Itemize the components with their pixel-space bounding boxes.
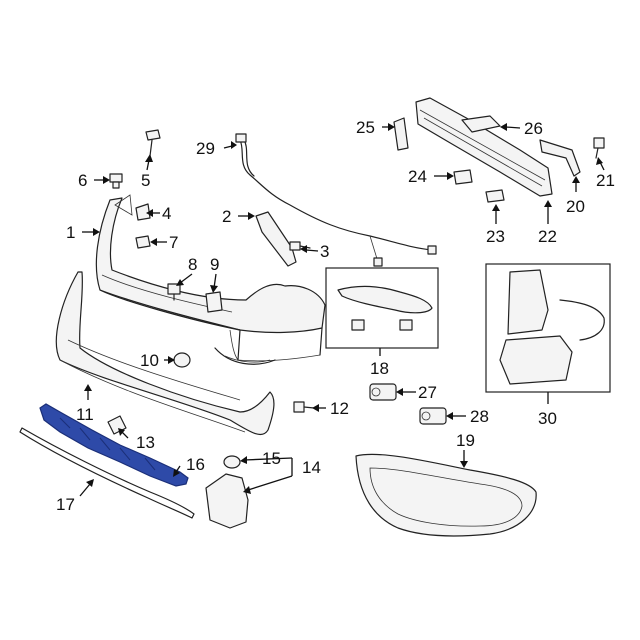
- callout-4: 4: [162, 204, 171, 223]
- bracket-25-shape: [393, 117, 409, 151]
- sensor-27-shape: [369, 383, 397, 401]
- callout-7: 7: [169, 233, 178, 252]
- callout-14: 14: [302, 458, 321, 477]
- lower-bumper-valance: [55, 271, 276, 435]
- callout-9: 9: [210, 255, 219, 274]
- callout-6: 6: [78, 171, 87, 190]
- reflector-lamp-assembly: [325, 267, 439, 349]
- clip-7-shape: [135, 235, 151, 249]
- callout-15: 15: [262, 449, 281, 468]
- callout-22: 22: [538, 227, 557, 246]
- callout-23: 23: [486, 227, 505, 246]
- callout-26: 26: [524, 119, 543, 138]
- callout-5: 5: [141, 171, 150, 190]
- callout-13: 13: [136, 433, 155, 452]
- reinforcement-beam: [415, 97, 553, 197]
- bracket-2-shape: [255, 211, 297, 267]
- callout-18: 18: [370, 359, 389, 378]
- lower-absorber-highlighted: [39, 403, 189, 487]
- callout-10: 10: [140, 351, 159, 370]
- callout-11: 11: [76, 405, 94, 424]
- callout-labels: 1 2 3 4 5 6 7 8 9 10 11 12 13 14 15 16 1…: [56, 118, 615, 514]
- control-module-kit: [485, 263, 611, 393]
- bolt-12-shape: [293, 401, 315, 413]
- callout-2: 2: [222, 207, 231, 226]
- bracket-20-shape: [539, 139, 581, 177]
- bolt-5-shape: [145, 129, 161, 157]
- callout-25: 25: [356, 118, 375, 137]
- bracket-9-shape: [205, 291, 223, 313]
- callout-8: 8: [188, 255, 197, 274]
- callout-21: 21: [596, 171, 615, 190]
- bracket-26-shape: [461, 115, 501, 133]
- callout-12: 12: [330, 399, 349, 418]
- callout-24: 24: [408, 167, 427, 186]
- bolt-8-shape: [167, 283, 181, 301]
- callout-20: 20: [566, 197, 585, 216]
- hole-cover-shape: [173, 352, 191, 368]
- bumper-cover: [95, 194, 326, 362]
- callout-27: 27: [418, 383, 437, 402]
- callout-1: 1: [66, 223, 75, 242]
- screw-6-shape: [109, 173, 123, 189]
- side-bracket-14-shape: [205, 473, 249, 529]
- callout-16: 16: [186, 455, 205, 474]
- leader-lines: [79, 123, 605, 497]
- bracket-24-shape: [453, 169, 473, 185]
- grommet-15-shape: [223, 455, 241, 469]
- callout-19: 19: [456, 431, 475, 450]
- bracket-4-shape: [135, 203, 151, 221]
- sensor-28-shape: [419, 407, 447, 425]
- bolt-21-shape: [593, 137, 605, 159]
- callout-17: 17: [56, 495, 75, 514]
- lower-trim-strip: [19, 427, 195, 519]
- bracket-23-shape: [485, 189, 505, 203]
- wiring-harness: [235, 133, 437, 267]
- callout-30: 30: [538, 409, 557, 428]
- callout-29: 29: [196, 139, 215, 158]
- lamp-bezel: [355, 453, 537, 537]
- callout-3: 3: [320, 242, 329, 261]
- callout-28: 28: [470, 407, 489, 426]
